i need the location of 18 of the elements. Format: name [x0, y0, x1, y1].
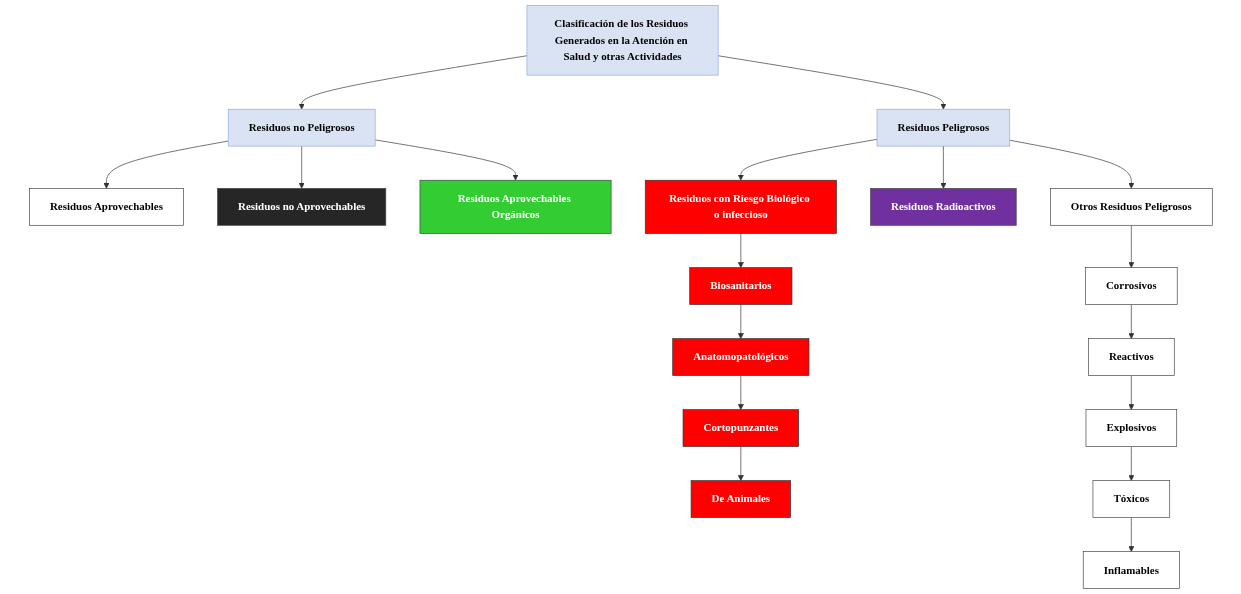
- node-box: Biosanitarios: [688, 267, 792, 305]
- node-box: Cortopunzantes: [682, 409, 799, 447]
- node-box: Residuos Aprovechables: [28, 188, 184, 226]
- node-box: Corrosivos: [1084, 267, 1178, 305]
- node-box: Residuos con Riesgo Biológico o infeccioso: [644, 179, 837, 234]
- node-box: Anatomopatológicos: [672, 338, 809, 376]
- node-box: Tóxicos: [1092, 480, 1170, 518]
- node-box: Residuos no Aprovechables: [216, 188, 386, 226]
- node-box: Explosivos: [1085, 409, 1177, 447]
- node-box: Inflamables: [1082, 551, 1180, 589]
- node-box: De Animales: [690, 480, 791, 518]
- node-box: Otros Residuos Peligrosos: [1049, 188, 1213, 226]
- node-box: Residuos Peligrosos: [876, 108, 1010, 147]
- node-box: Residuos no Peligrosos: [227, 108, 376, 147]
- node-box: Clasificación de los Residuos Generados en la Atención en Salud y otras Actividades: [526, 5, 719, 76]
- node-box: Residuos Radioactivos: [869, 188, 1017, 226]
- node-box: Reactivos: [1087, 338, 1175, 376]
- node-box: Residuos Aprovechables Orgánicos: [419, 179, 612, 234]
